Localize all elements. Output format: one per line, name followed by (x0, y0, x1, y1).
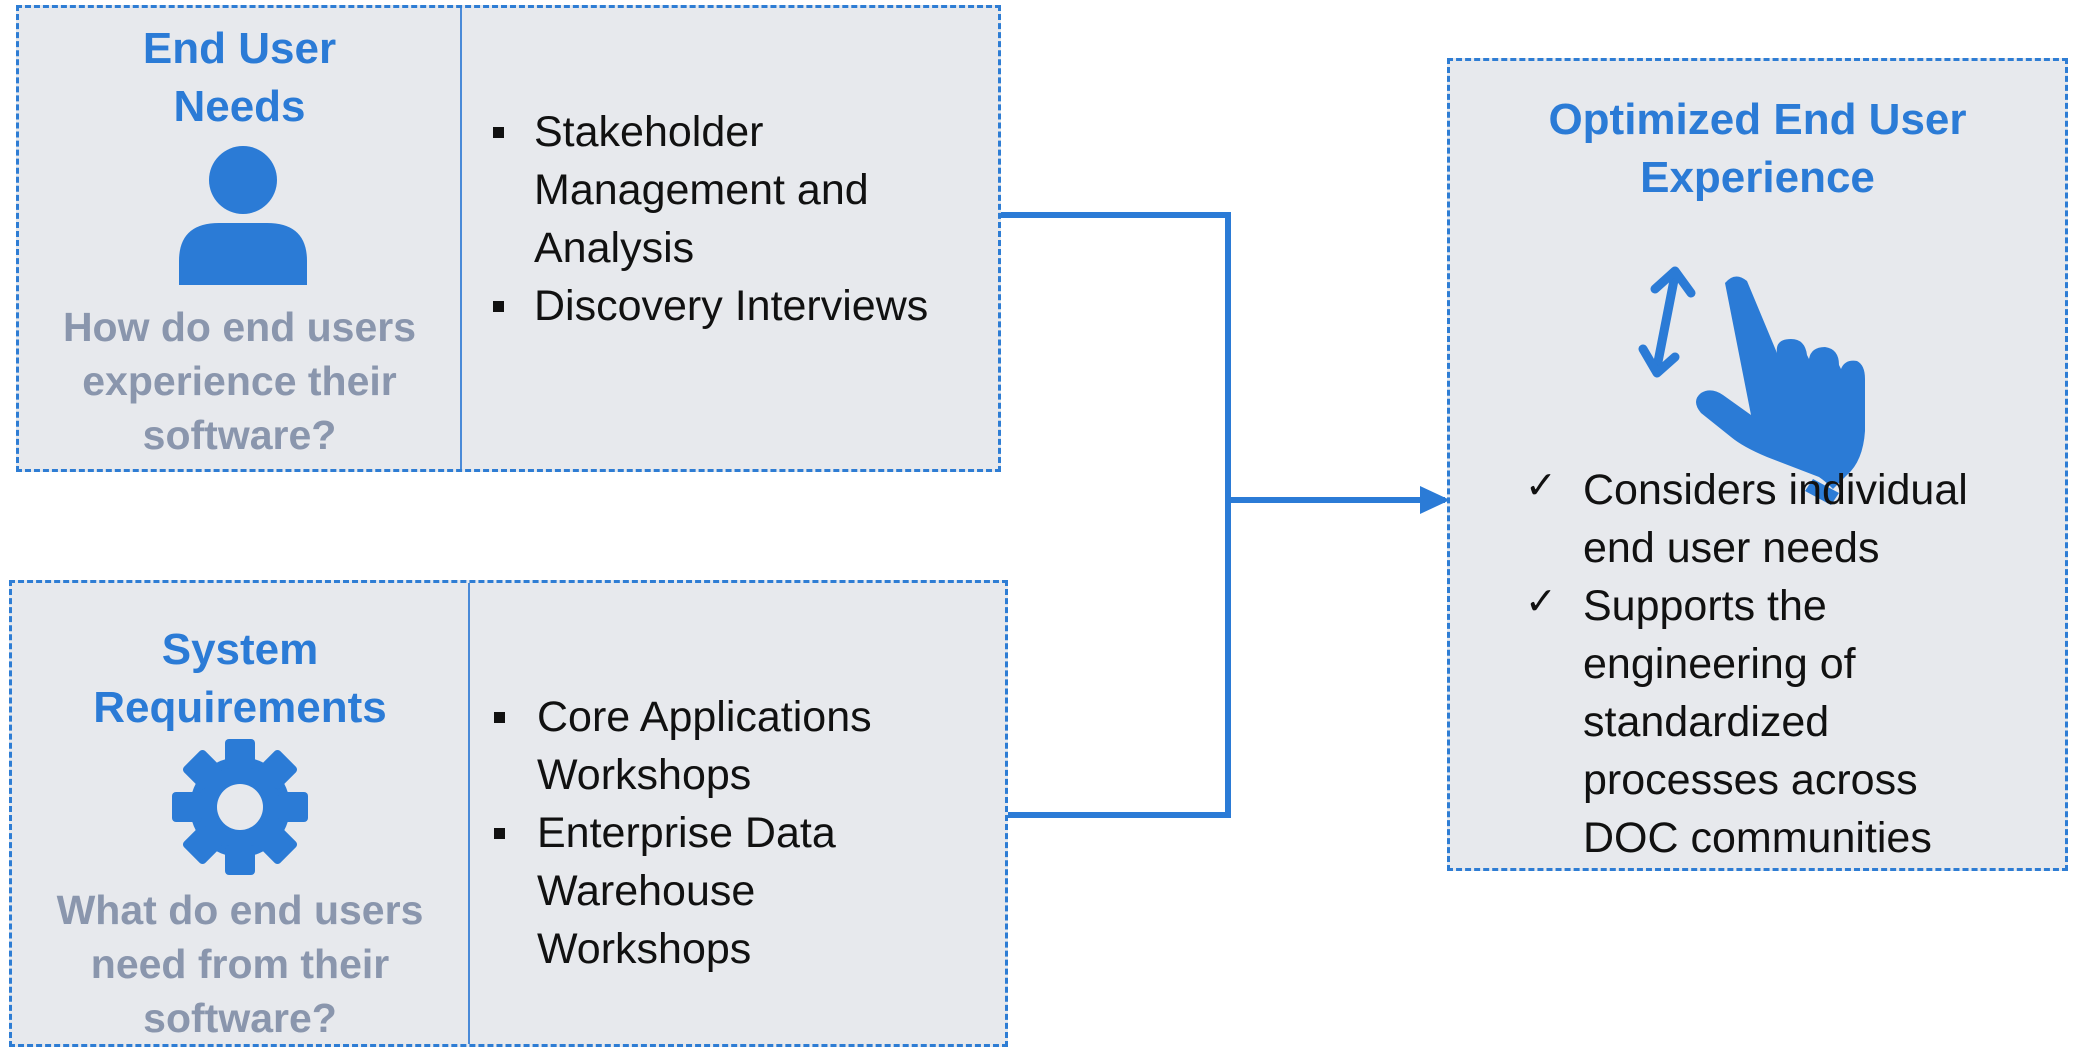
square-bullet-icon (494, 828, 505, 839)
square-bullet-icon (493, 301, 504, 312)
connector-bottom (1008, 500, 1231, 818)
person-icon (179, 146, 307, 285)
end-user-needs-title: End User Needs (142, 24, 337, 131)
square-bullet-icon (493, 127, 504, 138)
end-user-needs-box: End User Needs How do end users experien… (16, 5, 1001, 472)
checkmark-icon: ✓ (1525, 581, 1557, 623)
bullet-text: Stakeholder Management and Analysis (534, 108, 869, 272)
check-item: ✓ Considers individual end user needs (1525, 461, 2043, 577)
check-text: Supports the engineering of standardized… (1583, 582, 1932, 862)
bullet-item: Stakeholder Management and Analysis (493, 103, 994, 277)
system-requirements-box: System Requirements What do end users ne… (9, 580, 1008, 1047)
bullet-item: Enterprise Data Warehouse Workshops (494, 804, 957, 978)
bullet-text: Discovery Interviews (534, 282, 929, 330)
end-user-needs-question: How do end users experience their softwa… (62, 304, 417, 458)
arrowhead (1420, 486, 1450, 514)
system-requirements-left-panel: System Requirements What do end users ne… (12, 583, 470, 1044)
check-text: Considers individual end user needs (1583, 466, 1968, 572)
optimized-experience-title: Optimized End User Experience (1548, 95, 1967, 202)
bullet-text: Enterprise Data Warehouse Workshops (537, 809, 836, 973)
checkmark-icon: ✓ (1525, 465, 1557, 507)
system-requirements-bullets: Core Applications Workshops Enterprise D… (494, 688, 957, 978)
system-requirements-question: What do end users need from their softwa… (56, 887, 424, 1041)
touch-scroll-icon (1638, 266, 1865, 505)
bullet-text: Core Applications Workshops (537, 693, 872, 799)
end-user-needs-left-panel: End User Needs How do end users experien… (19, 8, 462, 469)
optimized-experience-box: Optimized End User Experience ✓ Consider… (1447, 58, 2068, 871)
square-bullet-icon (494, 712, 505, 723)
check-item: ✓ Supports the engineering of standardiz… (1525, 577, 2043, 867)
bullet-item: Discovery Interviews (493, 277, 994, 335)
bullet-item: Core Applications Workshops (494, 688, 957, 804)
end-user-needs-bullets: Stakeholder Management and Analysis Disc… (493, 103, 994, 335)
connector-top (1000, 212, 1231, 500)
system-requirements-title: System Requirements (93, 625, 387, 732)
gear-icon (172, 739, 308, 875)
